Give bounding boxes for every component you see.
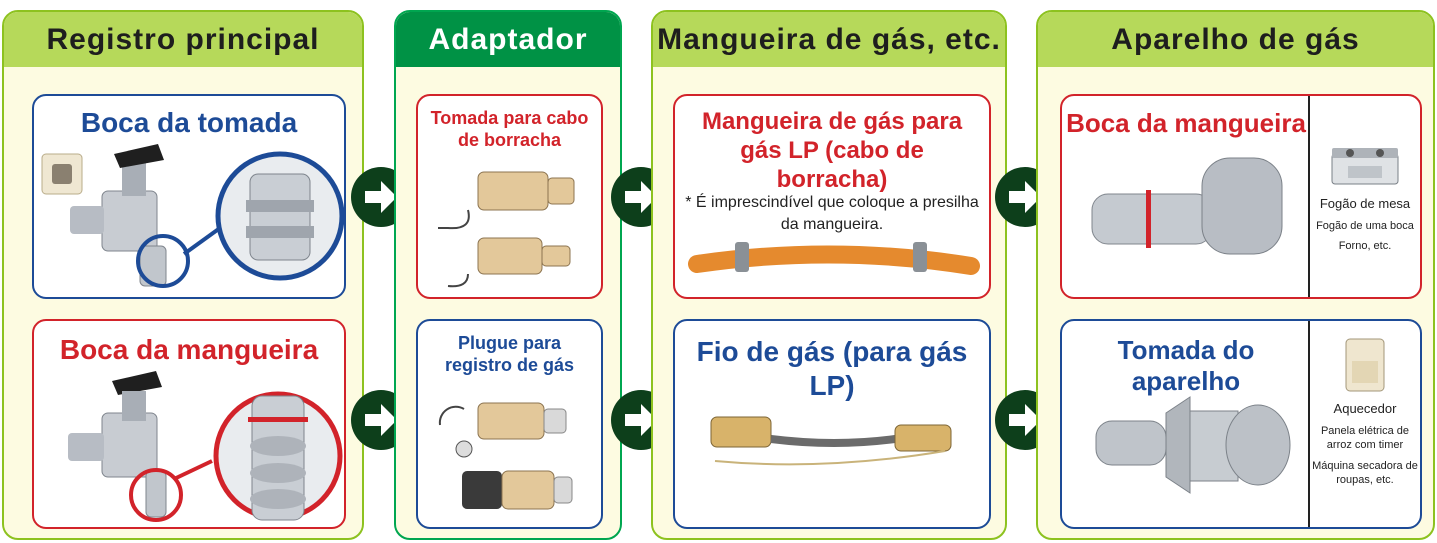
column-title: Registro principal — [4, 12, 362, 67]
appliance-socket-image — [1095, 396, 1291, 494]
card-plugue-registro-gas: Plugue para registro de gás — [416, 319, 603, 529]
card-tomada-do-aparelho: Tomada do aparelho Aquecedor Panela elét… — [1060, 319, 1422, 529]
card-boca-da-tomada-valve: Boca da tomada — [32, 94, 346, 299]
card-title: Boca da tomada — [80, 107, 298, 138]
heater-icon — [1345, 338, 1385, 392]
card-boca-da-mangueira-valve: Boca da mangueira — [32, 319, 346, 529]
appliance-sub: Forno, etc. — [1338, 240, 1392, 253]
card-title: Mangueira de gás para gás LP (cabo de bo… — [701, 108, 963, 193]
hose-end-image — [1091, 157, 1283, 255]
appliance-list: Aquecedor Panela elétrica de arroz com t… — [1308, 321, 1420, 527]
appliance-list: Fogão de mesa Fogão de uma boca Forno, e… — [1308, 96, 1420, 297]
card-mangueira-gas-lp: Mangueira de gás para gás LP (cabo de bo… — [673, 94, 991, 299]
column-registro-principal: Registro principal Boca da tomada Boca d… — [2, 10, 364, 540]
valve-plug-adapter-image — [438, 402, 573, 510]
card-fio-de-gas: Fio de gás (para gás LP) — [673, 319, 991, 529]
card-title: Boca da mangueira — [1066, 108, 1306, 138]
card-title: Tomada do aparelho — [1117, 335, 1255, 397]
appliance-sub: Panela elétrica de arroz com timer — [1320, 425, 1410, 452]
column-title: Adaptador — [396, 12, 620, 67]
valve-hose-image — [68, 371, 343, 522]
appliance-main: Aquecedor — [1333, 401, 1397, 416]
column-adaptador: Adaptador Tomada para cabo de borracha P… — [394, 10, 622, 540]
card-title: Plugue para registro de gás — [444, 333, 575, 375]
rubber-hose-image — [688, 242, 980, 275]
appliance-sub: Fogão de uma boca — [1316, 220, 1414, 232]
column-title: Mangueira de gás, etc. — [653, 12, 1005, 67]
rubber-socket-adapter-image — [438, 171, 575, 288]
appliance-sub: Máquina secadora de roupas, etc. — [1312, 459, 1418, 486]
stove-icon — [1331, 148, 1399, 185]
appliance-main: Fogão de mesa — [1319, 196, 1411, 211]
card-title: Fio de gás (para gás LP) — [696, 336, 968, 401]
card-title: Boca da mangueira — [59, 334, 319, 365]
column-title: Aparelho de gás — [1038, 12, 1433, 67]
card-note: * É imprescindível que coloque a presilh… — [685, 194, 979, 233]
card-title: Tomada para cabo de borracha — [430, 108, 589, 150]
card-tomada-cabo-borracha: Tomada para cabo de borracha — [416, 94, 603, 299]
column-mangueira-de-gas: Mangueira de gás, etc. Mangueira de gás … — [651, 10, 1007, 540]
card-aparelho-boca-mangueira: Boca da mangueira Fogão de mesa Fogão de… — [1060, 94, 1422, 299]
gas-cord-image — [710, 416, 952, 466]
valve-socket-image — [41, 144, 344, 288]
column-aparelho-de-gas: Aparelho de gás Boca da mangueira Fogão … — [1036, 10, 1435, 540]
